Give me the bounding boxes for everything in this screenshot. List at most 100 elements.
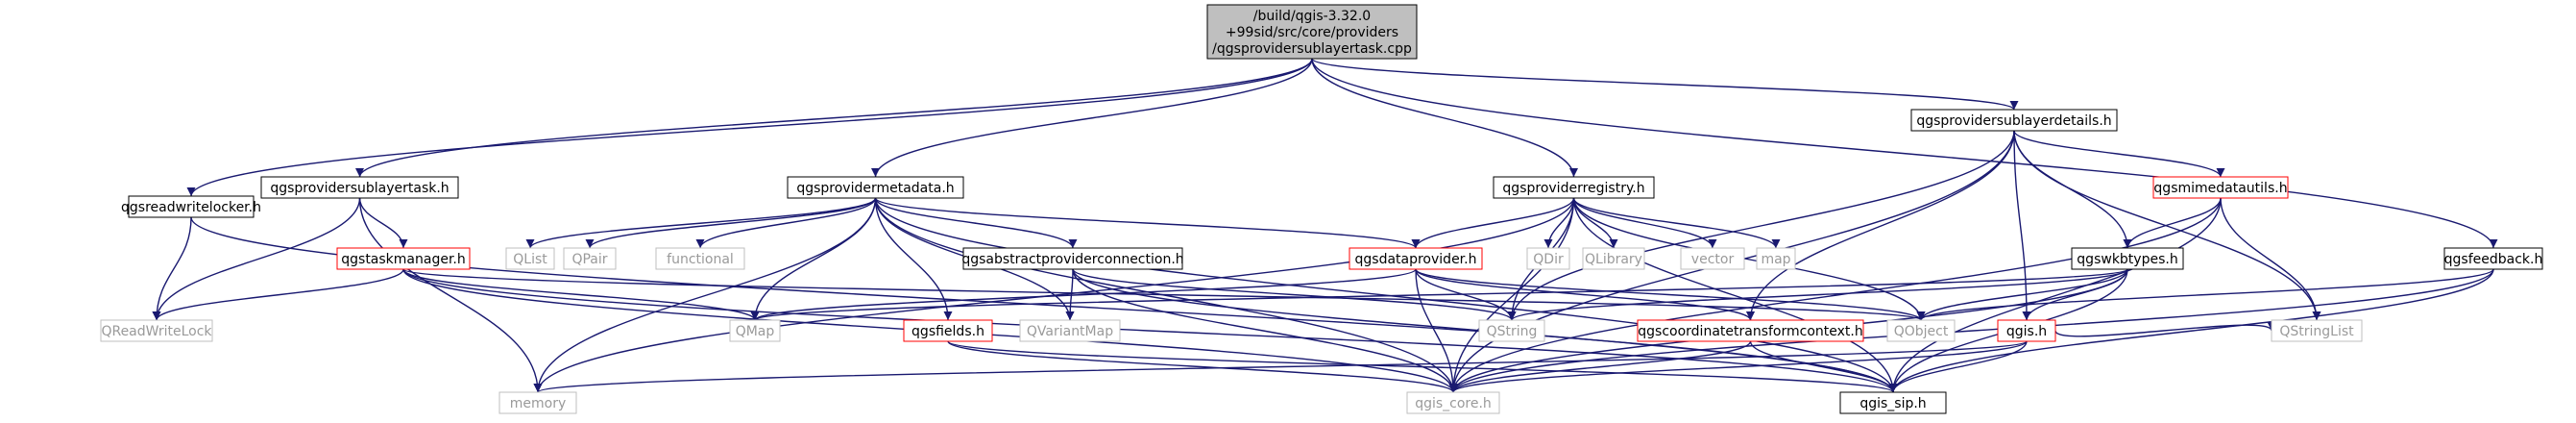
edge-sublayerdetails-to-qgish bbox=[2013, 130, 2031, 321]
node-sublayertask[interactable]: qgsprovidersublayertask.h bbox=[260, 176, 459, 199]
edge-layer bbox=[152, 58, 2498, 393]
node-box-mimedatautils bbox=[2152, 176, 2289, 199]
edge-wkbtypes-to-qmap bbox=[751, 268, 2128, 321]
node-functional: functional bbox=[655, 247, 745, 270]
node-qlist: QList bbox=[505, 247, 555, 270]
node-box-qstring bbox=[1478, 319, 1545, 342]
node-label-memory-0: memory bbox=[510, 396, 567, 411]
node-label-root-0: /build/qgis-3.32.0 bbox=[1253, 9, 1371, 24]
node-box-wkbtypes bbox=[2071, 247, 2184, 270]
node-qreadwritelock: QReadWriteLock bbox=[100, 319, 213, 342]
node-box-qgiscore bbox=[1406, 391, 1500, 414]
edge-providermetadata-to-memory bbox=[533, 197, 877, 393]
node-box-qreadwritelock bbox=[100, 319, 213, 342]
edge-sublayerdetails-to-mimedatautils bbox=[2013, 130, 2225, 178]
edge-providerregistry-to-qgiscore bbox=[1448, 197, 1575, 393]
node-box-qlist bbox=[505, 247, 555, 270]
node-root[interactable]: /build/qgis-3.32.0+99sid/src/core/provid… bbox=[1206, 4, 1418, 60]
node-box-taskmanager bbox=[336, 247, 471, 270]
node-abstractconn[interactable]: qgsabstractproviderconnection.h bbox=[961, 247, 1184, 270]
edge-feedback-to-qgiscore bbox=[1448, 268, 2494, 393]
node-box-readwritelocker bbox=[128, 195, 255, 218]
edge-dataprovider-to-qmap bbox=[750, 268, 1417, 321]
edge-dataprovider-to-qgiscore bbox=[1415, 268, 1458, 393]
edge-providermetadata-to-qpair bbox=[585, 197, 877, 249]
node-label-qobject-0: QObject bbox=[1894, 324, 1949, 339]
node-qgish[interactable]: qgis.h bbox=[1997, 319, 2056, 342]
node-vector: vector bbox=[1680, 247, 1745, 270]
node-label-dataprovider-0: qgsdataprovider.h bbox=[1355, 252, 1477, 267]
edge-providerregistry-to-memory bbox=[533, 197, 1575, 393]
edge-providermetadata-to-qgiscore bbox=[874, 197, 1458, 393]
node-layer: /build/qgis-3.32.0+99sid/src/core/provid… bbox=[100, 4, 2543, 414]
node-map: map bbox=[1756, 247, 1796, 270]
edge-qgish-to-qgissip bbox=[1888, 340, 2028, 393]
edge-abstractconn-to-qgiscore bbox=[1072, 268, 1458, 393]
node-label-readwritelocker-0: qgsreadwritelocker.h bbox=[121, 200, 261, 215]
node-box-qlibrary bbox=[1582, 247, 1645, 270]
node-box-fields bbox=[903, 319, 993, 342]
node-providermetadata[interactable]: qgsprovidermetadata.h bbox=[787, 176, 964, 199]
edge-providerregistry-to-vector bbox=[1572, 197, 1717, 249]
node-label-qpair-0: QPair bbox=[571, 252, 607, 267]
edge-root-to-readwritelocker bbox=[186, 58, 1313, 197]
edge-root-to-providermetadata bbox=[871, 58, 1313, 178]
node-feedback[interactable]: qgsfeedback.h bbox=[2443, 247, 2543, 270]
node-dataprovider[interactable]: qgsdataprovider.h bbox=[1349, 247, 1483, 270]
node-label-qgissip-0: qgis_sip.h bbox=[1859, 396, 1926, 411]
edge-qgish-to-qstringlist bbox=[2054, 321, 2276, 337]
node-readwritelocker[interactable]: qgsreadwritelocker.h bbox=[121, 195, 261, 218]
edge-wkbtypes-to-qobject bbox=[1916, 268, 2128, 321]
node-label-qreadwritelock-0: QReadWriteLock bbox=[101, 324, 212, 339]
node-coordtransform[interactable]: qgscoordinatetransformcontext.h bbox=[1637, 319, 1864, 342]
edge-mimedatautils-to-qstringlist bbox=[2220, 197, 2321, 321]
node-sublayerdetails[interactable]: qgsprovidersublayerdetails.h bbox=[1910, 109, 2118, 132]
edge-taskmanager-to-qreadwritelock bbox=[152, 268, 404, 321]
node-label-sublayerdetails-0: qgsprovidersublayerdetails.h bbox=[1916, 113, 2111, 129]
node-qmap: QMap bbox=[729, 319, 781, 342]
edge-mimedatautils-to-wkbtypes bbox=[2123, 197, 2222, 249]
node-box-providermetadata bbox=[787, 176, 964, 199]
node-box-vector bbox=[1680, 247, 1745, 270]
edge-providermetadata-to-abstractconn bbox=[874, 197, 1078, 249]
node-label-qstring-0: QString bbox=[1487, 324, 1538, 339]
node-qpair: QPair bbox=[563, 247, 617, 270]
edge-qgish-to-memory bbox=[534, 340, 2028, 393]
edge-sublayertask-to-memory bbox=[358, 197, 543, 393]
node-box-qmap bbox=[729, 319, 781, 342]
node-label-map-0: map bbox=[1761, 252, 1790, 267]
node-fields[interactable]: qgsfields.h bbox=[903, 319, 993, 342]
node-qgissip[interactable]: qgis_sip.h bbox=[1839, 391, 1947, 414]
node-box-qstringlist bbox=[2271, 319, 2363, 342]
node-box-qobject bbox=[1886, 319, 1956, 342]
node-taskmanager[interactable]: qgstaskmanager.h bbox=[336, 247, 471, 270]
node-box-sublayertask bbox=[260, 176, 459, 199]
edge-providerregistry-to-dataprovider bbox=[1411, 197, 1575, 249]
node-box-qgissip bbox=[1839, 391, 1947, 414]
edge-coordtransform-to-qgiscore bbox=[1448, 340, 1752, 393]
node-qstring: QString bbox=[1478, 319, 1545, 342]
node-mimedatautils[interactable]: qgsmimedatautils.h bbox=[2152, 176, 2289, 199]
node-qgiscore: qgis_core.h bbox=[1406, 391, 1500, 414]
edge-dataprovider-to-coordtransform bbox=[1415, 268, 1755, 321]
edge-abstractconn-to-qstring bbox=[1072, 268, 1517, 321]
node-label-sublayertask-0: qgsprovidersublayertask.h bbox=[270, 181, 449, 196]
edge-providermetadata-to-fields bbox=[874, 197, 953, 321]
edge-sublayerdetails-to-qstring bbox=[1507, 130, 2015, 321]
node-providerregistry[interactable]: qgsproviderregistry.h bbox=[1493, 176, 1655, 199]
node-label-qlibrary-0: QLibrary bbox=[1585, 252, 1642, 267]
node-label-qgish-0: qgis.h bbox=[2006, 324, 2047, 339]
node-box-memory bbox=[498, 391, 577, 414]
node-label-feedback-0: qgsfeedback.h bbox=[2444, 252, 2543, 267]
node-label-abstractconn-0: qgsabstractproviderconnection.h bbox=[961, 252, 1183, 267]
node-qlibrary: QLibrary bbox=[1582, 247, 1645, 270]
node-label-mimedatautils-0: qgsmimedatautils.h bbox=[2153, 181, 2287, 196]
node-label-qstringlist-0: QStringList bbox=[2279, 324, 2354, 339]
node-box-functional bbox=[655, 247, 745, 270]
node-qobject: QObject bbox=[1886, 319, 1956, 342]
node-wkbtypes[interactable]: qgswkbtypes.h bbox=[2071, 247, 2184, 270]
node-box-qvariantmap bbox=[1019, 319, 1121, 342]
node-box-qdir bbox=[1526, 247, 1570, 270]
node-box-sublayerdetails bbox=[1910, 109, 2118, 132]
